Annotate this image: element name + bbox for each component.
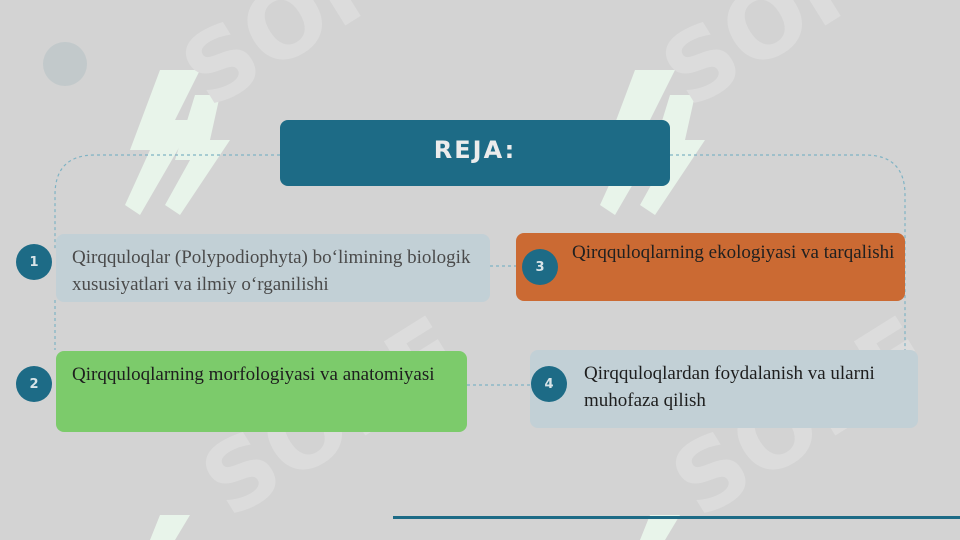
plan-item-3: Qirqquloqlarning ekologiyasi va tarqalis…: [516, 233, 905, 301]
watermark-text-1: SOFF: [163, 0, 461, 130]
plan-item-3-text: Qirqquloqlarning ekologiyasi va tarqalis…: [572, 242, 895, 263]
plan-item-4-text: Qirqquloqlardan foydalanish va ularni mu…: [584, 363, 875, 411]
plan-item-1: Qirqquloqlar (Polypodiophyta) bo‘liminin…: [56, 234, 490, 302]
plan-item-4-number: 4: [531, 366, 567, 402]
plan-item-2-number: 2: [16, 366, 52, 402]
plan-item-3-number: 3: [522, 249, 558, 285]
plan-item-2-text: Qirqquloqlarning morfologiyasi va anatom…: [72, 364, 435, 385]
plan-item-1-number: 1: [16, 244, 52, 280]
plan-item-1-text: Qirqquloqlar (Polypodiophyta) bo‘liminin…: [72, 247, 471, 295]
plan-item-4: Qirqquloqlardan foydalanish va ularni mu…: [530, 350, 918, 428]
decorative-circle: [43, 42, 87, 86]
watermark-text-2: SOFF: [643, 0, 941, 130]
title-box: REJA:: [280, 120, 670, 186]
bottom-accent-line: [393, 516, 960, 519]
slide-title: REJA:: [433, 136, 517, 164]
plan-item-2: Qirqquloqlarning morfologiyasi va anatom…: [56, 351, 467, 432]
